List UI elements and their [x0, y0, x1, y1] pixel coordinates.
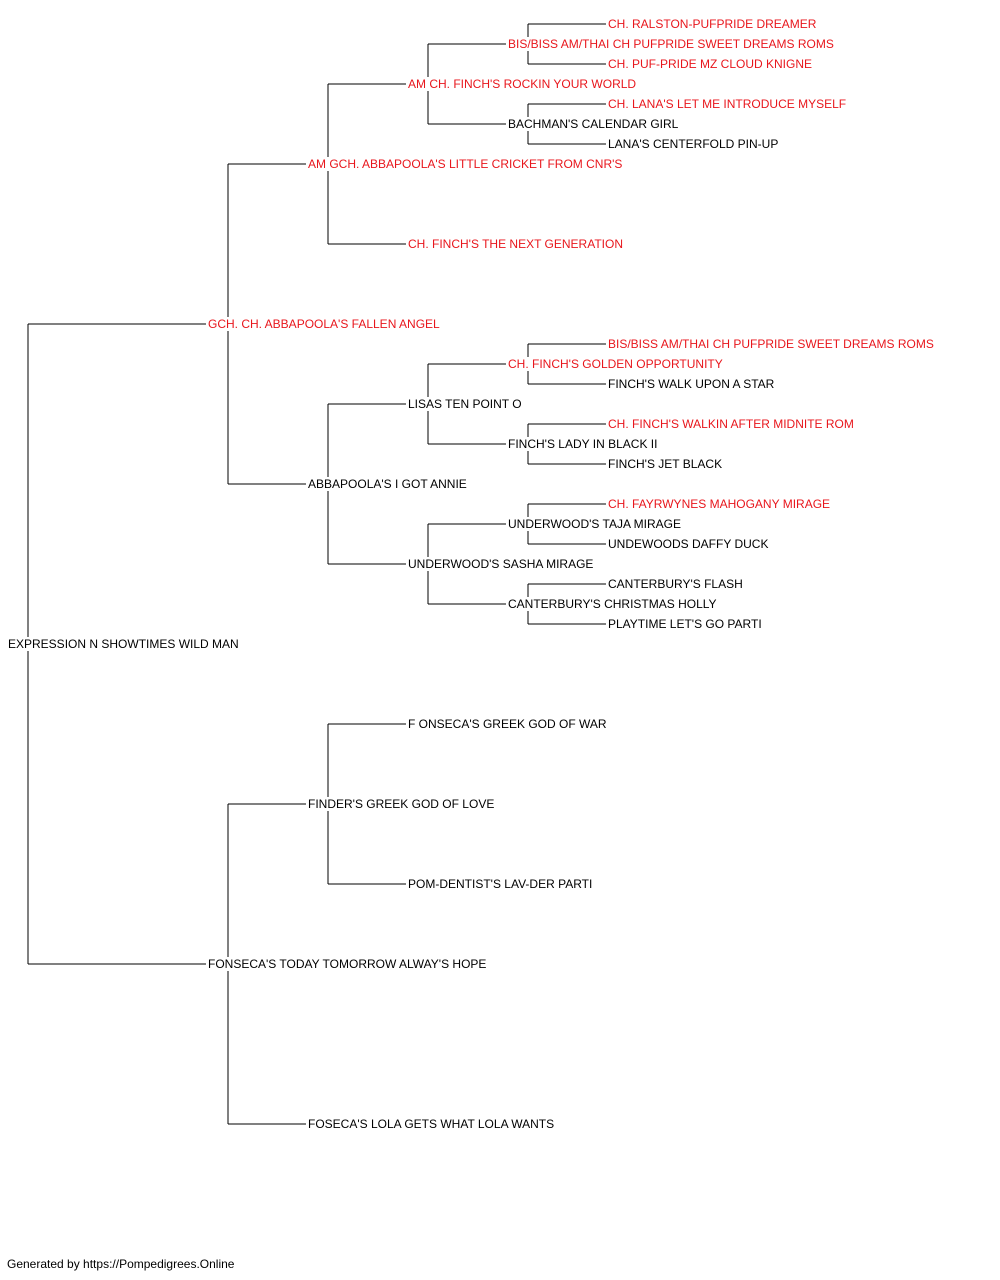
ancestor-name: AM CH. FINCH'S ROCKIN YOUR WORLD	[407, 77, 638, 91]
ancestor-name: ABBAPOOLA'S I GOT ANNIE	[307, 477, 468, 491]
ancestor-name: AM GCH. ABBAPOOLA'S LITTLE CRICKET FROM …	[307, 157, 624, 171]
ancestor-name: CH. FINCH'S GOLDEN OPPORTUNITY	[507, 357, 724, 371]
ancestor-name: FINDER'S GREEK GOD OF LOVE	[307, 797, 496, 811]
ancestor-name: CH. FAYRWYNES MAHOGANY MIRAGE	[607, 497, 832, 511]
footer-credit: Generated by https://Pompedigrees.Online	[7, 1257, 235, 1271]
ancestor-name: LISAS TEN POINT O	[407, 397, 523, 411]
ancestor-name: UNDEWOODS DAFFY DUCK	[607, 537, 770, 551]
ancestor-name: POM-DENTIST'S LAV-DER PARTI	[407, 877, 594, 891]
ancestor-name: FINCH'S WALK UPON A STAR	[607, 377, 776, 391]
ancestor-name: FONSECA'S TODAY TOMORROW ALWAY'S HOPE	[207, 957, 488, 971]
ancestor-name: CH. LANA'S LET ME INTRODUCE MYSELF	[607, 97, 848, 111]
ancestor-name: CH. RALSTON-PUFPRIDE DREAMER	[607, 17, 818, 31]
ancestor-name: CH. FINCH'S THE NEXT GENERATION	[407, 237, 624, 251]
ancestor-name: CANTERBURY'S CHRISTMAS HOLLY	[507, 597, 718, 611]
ancestor-name: UNDERWOOD'S TAJA MIRAGE	[507, 517, 682, 531]
ancestor-name: FINCH'S JET BLACK	[607, 457, 724, 471]
ancestor-name: GCH. CH. ABBAPOOLA'S FALLEN ANGEL	[207, 317, 441, 331]
ancestor-name: BACHMAN'S CALENDAR GIRL	[507, 117, 680, 131]
ancestor-name: UNDERWOOD'S SASHA MIRAGE	[407, 557, 595, 571]
ancestor-name: F ONSECA'S GREEK GOD OF WAR	[407, 717, 608, 731]
ancestor-name: LANA'S CENTERFOLD PIN-UP	[607, 137, 780, 151]
ancestor-name: CANTERBURY'S FLASH	[607, 577, 744, 591]
subject-dog-name: EXPRESSION N SHOWTIMES WILD MAN	[7, 637, 240, 651]
ancestor-name: FOSECA'S LOLA GETS WHAT LOLA WANTS	[307, 1117, 556, 1131]
ancestor-name: BIS/BISS AM/THAI CH PUFPRIDE SWEET DREAM…	[507, 37, 835, 51]
ancestor-name: CH. PUF-PRIDE MZ CLOUD KNIGNE	[607, 57, 814, 71]
ancestor-name: FINCH'S LADY IN BLACK II	[507, 437, 659, 451]
ancestor-name: CH. FINCH'S WALKIN AFTER MIDNITE ROM	[607, 417, 855, 431]
ancestor-name: PLAYTIME LET'S GO PARTI	[607, 617, 763, 631]
ancestor-name: BIS/BISS AM/THAI CH PUFPRIDE SWEET DREAM…	[607, 337, 935, 351]
